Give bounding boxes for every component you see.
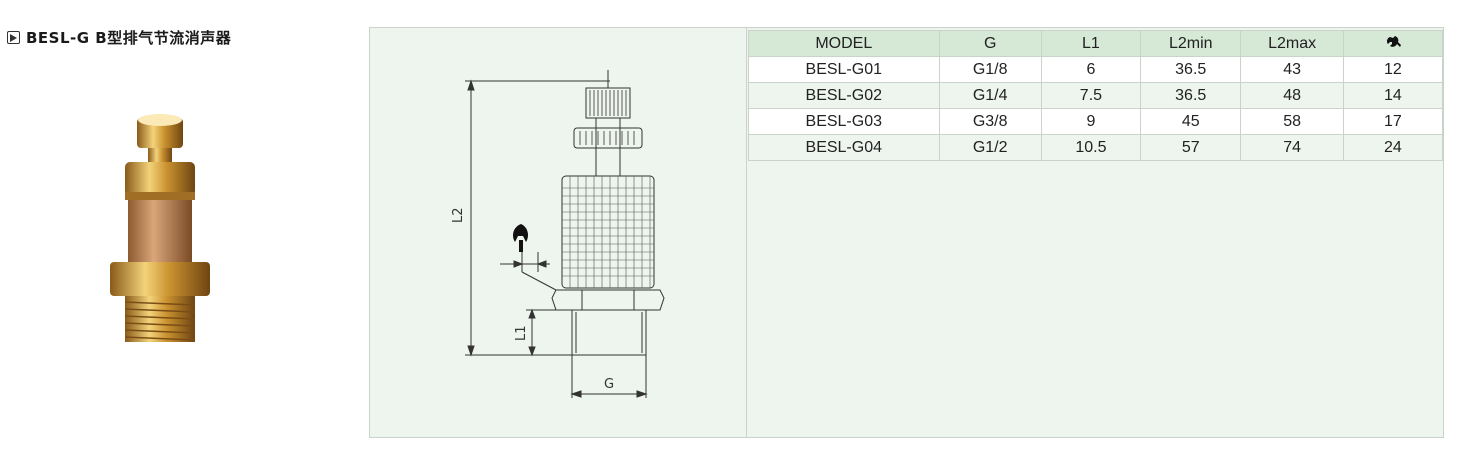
technical-drawing: L2 L1 G: [370, 28, 747, 437]
cell-g: G1/4: [938, 82, 1042, 109]
cell-g: G1/8: [938, 56, 1042, 83]
cell-l2max: 43: [1240, 56, 1344, 83]
wrench-icon: [1385, 35, 1401, 52]
table-row: BESL-G04 G1/2 10.5 57 74 24: [748, 134, 1444, 161]
table-header-row: MODEL G L1 L2min L2max: [748, 30, 1444, 57]
section-title: BESL-G B型排气节流消声器: [7, 27, 231, 48]
cell-g: G1/2: [938, 134, 1042, 161]
table-row: BESL-G01 G1/8 6 36.5 43 12: [748, 56, 1444, 83]
play-icon: [7, 31, 20, 44]
cell-l1: 7.5: [1040, 82, 1142, 109]
title-text: BESL-G B型排气节流消声器: [26, 29, 232, 47]
cell-g: G3/8: [938, 108, 1042, 135]
cell-l2max: 48: [1240, 82, 1344, 109]
product-photo: [100, 110, 230, 360]
header-l2max: L2max: [1240, 30, 1344, 57]
cell-l2max: 58: [1240, 108, 1344, 135]
cell-model: BESL-G01: [748, 56, 940, 83]
table-row: BESL-G02 G1/4 7.5 36.5 48 14: [748, 82, 1444, 109]
header-l2min: L2min: [1140, 30, 1242, 57]
header-l1: L1: [1040, 30, 1142, 57]
table-row: BESL-G03 G3/8 9 45 58 17: [748, 108, 1444, 135]
cell-wrench: 14: [1342, 82, 1444, 109]
cell-l2min: 57: [1140, 134, 1242, 161]
spec-table: MODEL G L1 L2min L2max BESL-G01 G1/8 6: [748, 30, 1444, 161]
cell-l2min: 36.5: [1140, 82, 1242, 109]
header-model: MODEL: [748, 30, 940, 57]
header-g: G: [938, 30, 1042, 57]
cell-l2min: 36.5: [1140, 56, 1242, 83]
spec-panel: L2 L1 G MODEL G L1 L2min L2max: [369, 27, 1444, 438]
cell-l2min: 45: [1140, 108, 1242, 135]
header-wrench: [1342, 30, 1444, 57]
l2-label: L2: [451, 207, 466, 223]
cell-model: BESL-G03: [748, 108, 940, 135]
cell-model: BESL-G04: [748, 134, 940, 161]
cell-l1: 9: [1040, 108, 1142, 135]
l1-label: L1: [514, 325, 529, 341]
cell-l1: 10.5: [1040, 134, 1142, 161]
cell-l1: 6: [1040, 56, 1142, 83]
cell-model: BESL-G02: [748, 82, 940, 109]
g-label: G: [604, 377, 614, 392]
cell-wrench: 12: [1342, 56, 1444, 83]
cell-l2max: 74: [1240, 134, 1344, 161]
cell-wrench: 17: [1342, 108, 1444, 135]
cell-wrench: 24: [1342, 134, 1444, 161]
